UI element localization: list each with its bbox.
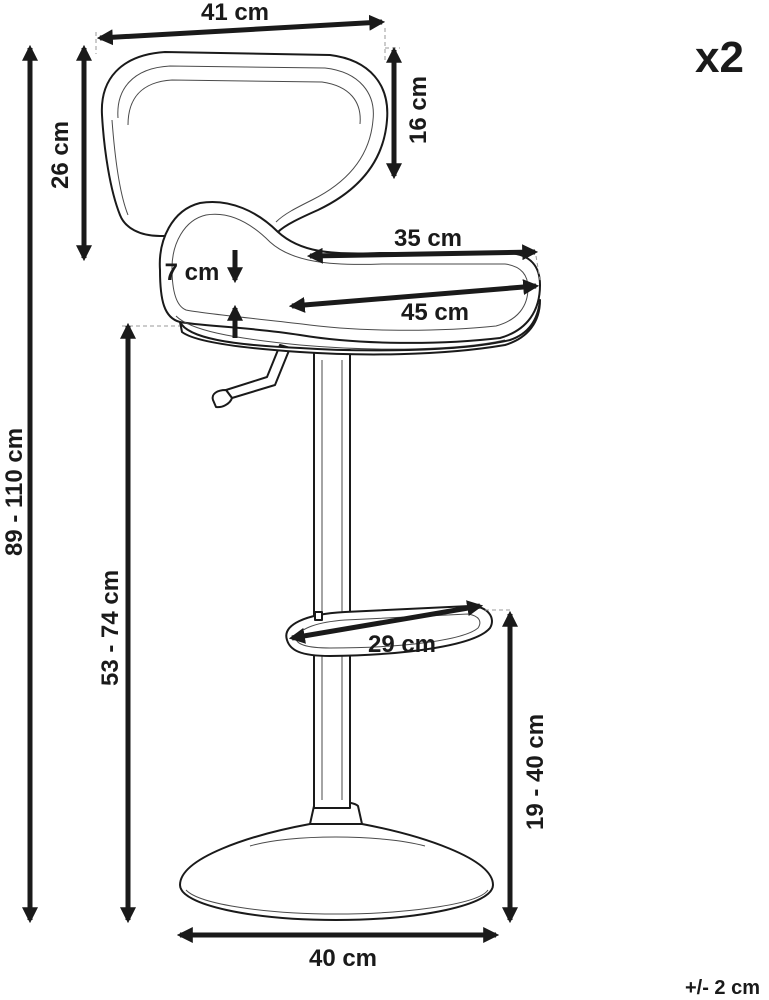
- label-total-height: 89 - 110 cm: [1, 428, 28, 556]
- dimension-arrows: [21, 14, 540, 944]
- label-backrest-inner-height: 16 cm: [405, 76, 432, 144]
- stool-column: [313, 349, 351, 809]
- label-seat-depth: 35 cm: [394, 225, 462, 252]
- backrest: [100, 51, 389, 237]
- label-seat-thickness: 7 cm: [165, 259, 220, 286]
- arrow-footrest-diameter: [288, 600, 484, 644]
- stool-drawing: [100, 51, 541, 921]
- arrow-backrest-width: [96, 14, 386, 46]
- label-footrest-height: 19 - 40 cm: [522, 714, 549, 830]
- stool-base: [179, 823, 494, 921]
- label-seat-height: 53 - 74 cm: [97, 570, 124, 686]
- arrow-seat-width: [288, 279, 540, 313]
- label-backrest-height: 26 cm: [47, 121, 74, 189]
- label-tolerance: +/- 2 cm: [685, 977, 760, 999]
- arrow-seat-depth: [306, 244, 539, 264]
- label-footrest-diameter: 29 cm: [368, 631, 436, 658]
- height-lever: [211, 344, 291, 409]
- label-base-diameter: 40 cm: [309, 945, 377, 972]
- label-backrest-width: 41 cm: [201, 0, 269, 26]
- label-quantity: x2: [695, 33, 744, 82]
- label-seat-width: 45 cm: [401, 299, 469, 326]
